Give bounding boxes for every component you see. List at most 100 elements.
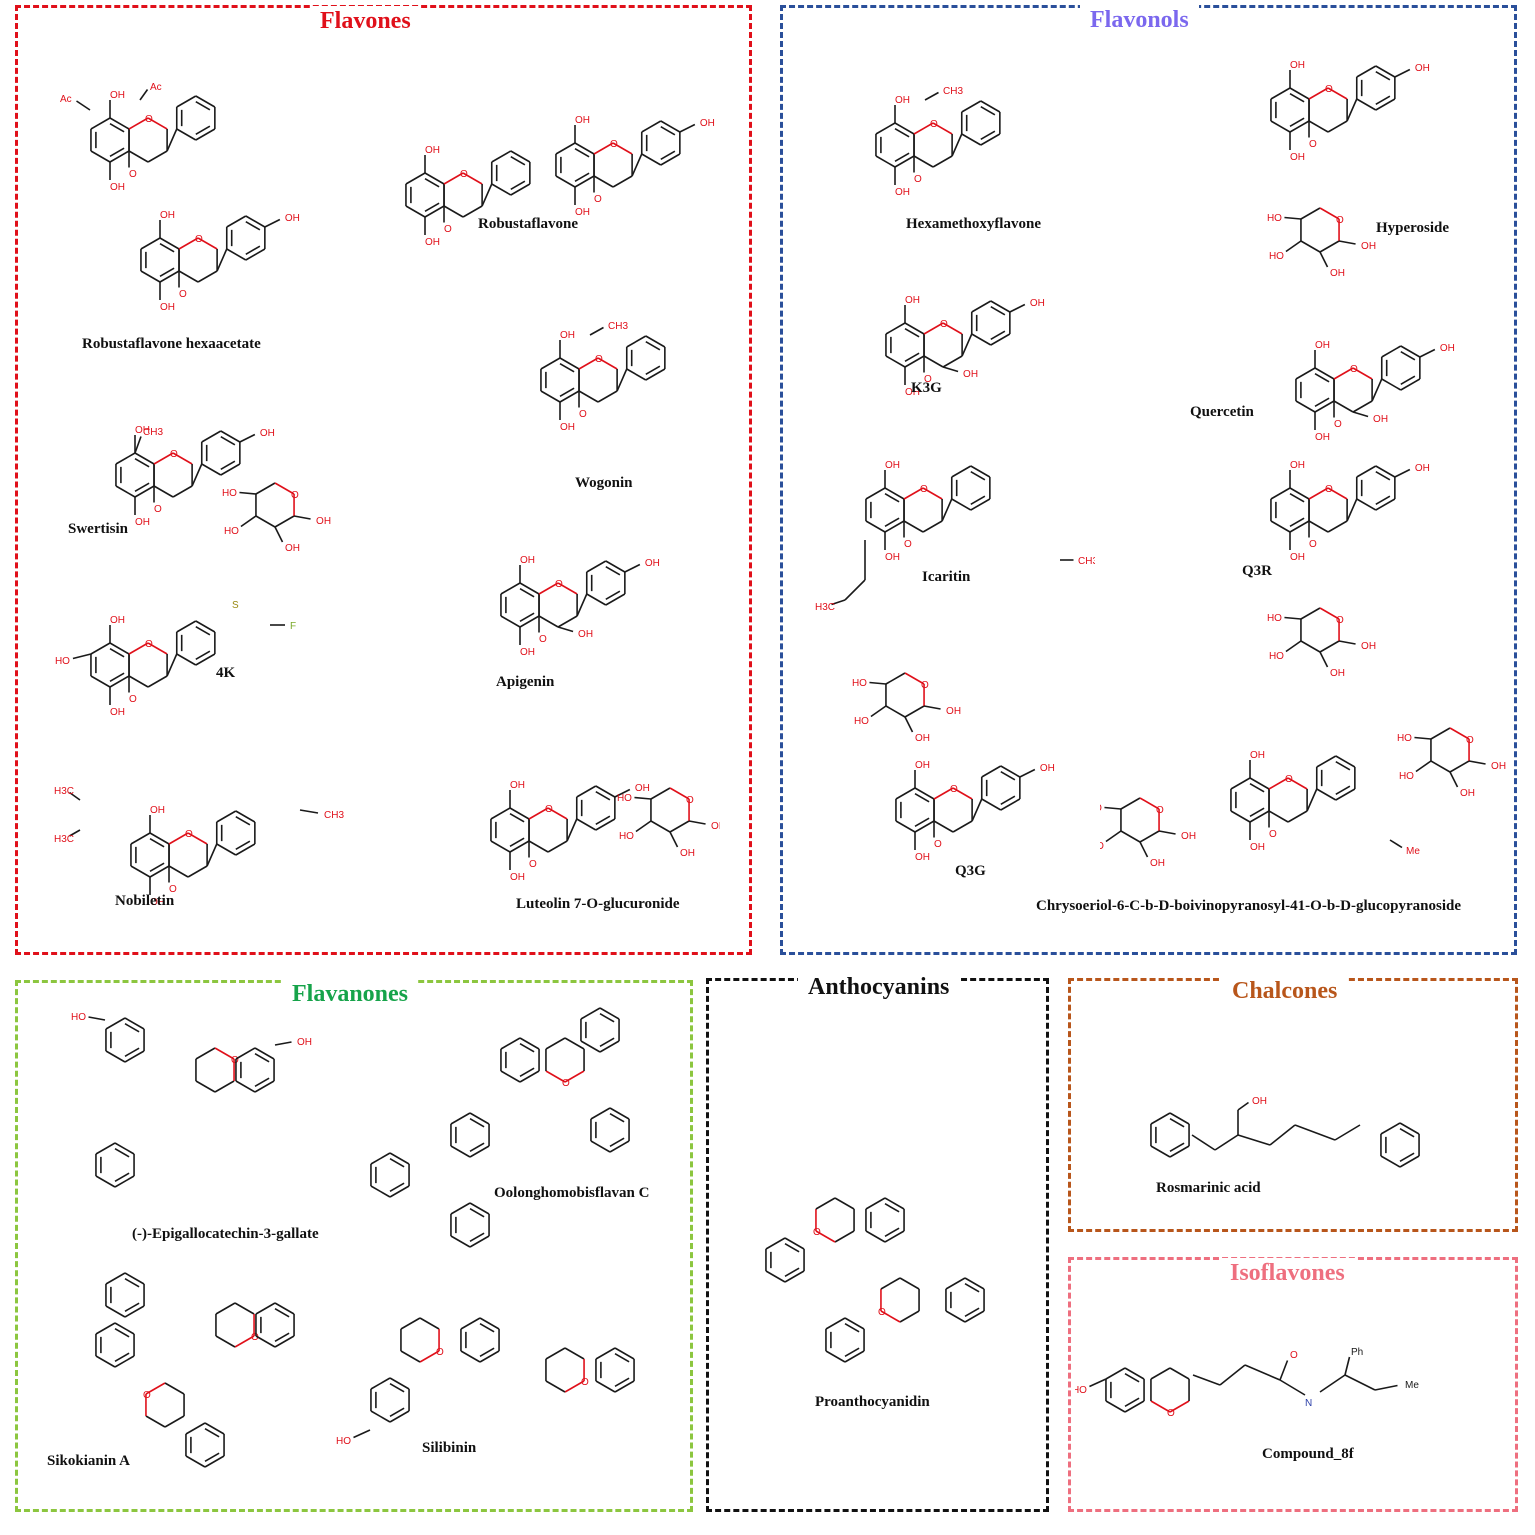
bond xyxy=(109,642,130,655)
atom-label: Ac xyxy=(150,82,162,93)
bond xyxy=(1352,400,1373,413)
ring-oxygen-label: O xyxy=(145,639,153,650)
bond xyxy=(1346,98,1358,122)
bond xyxy=(952,787,973,800)
bond xyxy=(1316,788,1337,801)
bond xyxy=(147,642,168,655)
bond xyxy=(185,1455,206,1468)
bond xyxy=(545,1037,566,1050)
bond xyxy=(255,1302,276,1315)
bond xyxy=(1344,1356,1351,1376)
bond xyxy=(109,672,125,682)
bond xyxy=(450,1112,471,1125)
bond xyxy=(990,306,1006,316)
atom-label: OH xyxy=(1290,552,1305,563)
compound-label: (-)-Epigallocatechin-3-gallate xyxy=(132,1226,319,1242)
bond xyxy=(500,1037,521,1050)
ring-oxygen-label: O xyxy=(231,1055,239,1066)
bond xyxy=(942,322,963,335)
bond xyxy=(479,1317,500,1330)
bond xyxy=(1338,240,1356,245)
atom-label: O xyxy=(934,839,942,850)
atom-label: CH3 xyxy=(143,427,163,438)
bond xyxy=(469,1112,490,1125)
atom-label: OH xyxy=(963,369,978,380)
bond xyxy=(844,1317,865,1330)
bond xyxy=(389,1377,410,1390)
bond xyxy=(641,153,662,166)
bond xyxy=(450,1202,471,1215)
bond xyxy=(1352,367,1373,380)
bond xyxy=(134,458,150,468)
atom-label: H3C xyxy=(54,786,74,797)
atom-label: OH xyxy=(160,302,175,313)
bond xyxy=(650,787,671,800)
chalcones-title: Chalcones xyxy=(1222,976,1348,1006)
atom-label: OH xyxy=(915,733,930,744)
bond xyxy=(865,520,886,533)
bond xyxy=(895,820,916,833)
bond xyxy=(981,765,1002,778)
bond xyxy=(914,787,935,800)
bond xyxy=(176,128,197,141)
compound-label: Compound_8f xyxy=(1262,1446,1354,1462)
bond xyxy=(844,1347,860,1357)
compound-label: Quercetin xyxy=(1190,404,1254,420)
bond xyxy=(140,270,161,283)
bond xyxy=(95,1142,116,1155)
bond xyxy=(574,142,595,155)
bond xyxy=(634,796,652,800)
bond xyxy=(903,520,924,533)
bond xyxy=(1308,487,1329,500)
bond xyxy=(576,593,588,617)
bond xyxy=(961,100,982,113)
bond xyxy=(961,333,973,357)
bond xyxy=(1308,520,1329,533)
ring-oxygen-label: O xyxy=(1167,1408,1175,1419)
bond xyxy=(1150,1367,1171,1380)
atom-label: OH xyxy=(905,295,920,306)
bond xyxy=(204,1422,225,1435)
atom-label: O xyxy=(129,169,137,180)
bond xyxy=(400,1350,421,1363)
bond xyxy=(540,357,561,370)
bond xyxy=(1335,785,1351,795)
atom-label: OH xyxy=(905,387,920,398)
bond xyxy=(215,1335,236,1348)
ring-oxygen-label: O xyxy=(170,449,178,460)
bond xyxy=(612,175,633,188)
bond xyxy=(491,150,512,163)
bond xyxy=(574,172,590,182)
bond xyxy=(1139,797,1160,810)
bond xyxy=(884,1227,900,1237)
bond xyxy=(1319,651,1329,668)
bond xyxy=(197,270,218,283)
atom-label: HO xyxy=(1267,613,1282,624)
bond xyxy=(255,482,276,495)
bond xyxy=(424,172,445,185)
bond xyxy=(870,705,887,718)
ring-oxygen-label: O xyxy=(562,1078,570,1089)
bond xyxy=(424,202,440,212)
atom-label: OH xyxy=(885,552,900,563)
atom-label: OH xyxy=(1460,788,1475,799)
bond xyxy=(1327,120,1348,133)
bond xyxy=(140,237,161,250)
bond xyxy=(172,452,193,465)
bond xyxy=(559,363,575,373)
bond xyxy=(593,142,614,155)
bond xyxy=(528,840,549,853)
bond xyxy=(234,1335,255,1348)
bond xyxy=(178,270,199,283)
bond xyxy=(274,482,295,495)
bond xyxy=(1150,1400,1171,1413)
bond xyxy=(1419,348,1436,358)
bond xyxy=(941,498,953,522)
atom-label: OH xyxy=(1415,463,1430,474)
atom-label: HO xyxy=(336,1436,351,1447)
bond xyxy=(149,838,165,848)
bond xyxy=(124,1017,145,1030)
bond xyxy=(1230,777,1251,790)
